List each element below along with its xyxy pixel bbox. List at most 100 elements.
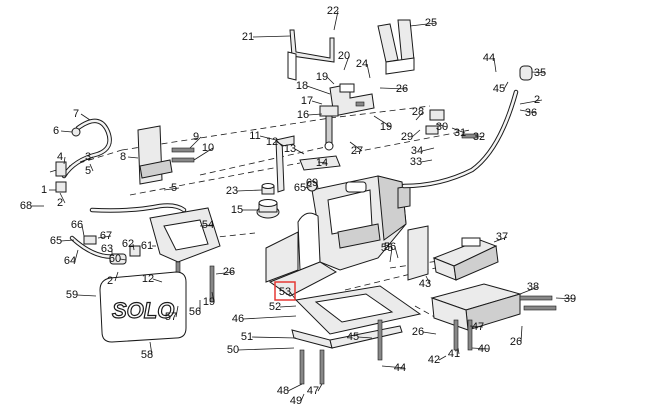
- leader-line: [259, 135, 277, 141]
- callout-label: 57: [165, 311, 177, 323]
- callout-label: 4: [57, 151, 63, 163]
- leader-line: [251, 336, 297, 339]
- leader-line: [59, 192, 66, 204]
- callout-66: 66: [71, 219, 85, 237]
- bracket-54: [149, 207, 221, 263]
- callout-label: 2: [57, 197, 63, 209]
- leader-line: [81, 224, 85, 237]
- callout-32: 32: [473, 131, 485, 143]
- callout-2: 2: [107, 271, 119, 287]
- callout-2: 2: [57, 192, 66, 209]
- leader-line: [421, 147, 435, 152]
- callout-1: 1: [41, 184, 56, 196]
- callout-45: 45: [493, 81, 509, 95]
- callout-68: 68: [20, 200, 44, 212]
- leader-line: [394, 246, 399, 259]
- callout-17: 17: [301, 95, 323, 107]
- callout-label: 14: [316, 157, 328, 169]
- leader-line: [152, 278, 163, 283]
- fuel-hoses: [61, 89, 519, 259]
- leader-line: [132, 243, 135, 251]
- callout-36: 36: [519, 107, 537, 119]
- leader-line: [333, 10, 339, 31]
- callout-26: 26: [412, 326, 437, 338]
- callout-label: 41: [448, 348, 460, 360]
- callout-34: 34: [411, 145, 435, 157]
- bracket-14: [299, 155, 341, 171]
- callout-7: 7: [73, 108, 91, 121]
- leader-line: [163, 187, 180, 191]
- callout-5: 5: [163, 182, 180, 194]
- callout-49: 49: [290, 393, 305, 407]
- frame-bracket-11: [275, 135, 295, 193]
- callout-11: 11: [249, 130, 277, 142]
- leader-line: [381, 365, 406, 369]
- callout-63: 63: [101, 243, 113, 256]
- callout-label: 53: [279, 286, 291, 298]
- callout-13: 13: [284, 143, 305, 155]
- filler-cap: [256, 199, 280, 219]
- callout-label: 5: [171, 182, 177, 194]
- leader-line: [149, 341, 153, 356]
- callout-label: 27: [351, 145, 363, 157]
- callout-5: 5: [85, 163, 94, 177]
- callout-54: 54: [199, 219, 214, 231]
- brand-logo: SOLO: [112, 298, 174, 323]
- callout-label: 39: [564, 293, 576, 305]
- callout-label: 38: [527, 281, 539, 293]
- leader-line: [520, 325, 523, 343]
- callout-12: 12: [142, 273, 163, 285]
- callout-65: 65: [50, 235, 75, 247]
- callout-label: 69: [306, 177, 318, 189]
- callout-label: 56: [384, 241, 396, 253]
- callout-50: 50: [227, 344, 295, 356]
- callout-label: 11: [249, 130, 260, 142]
- callout-label: 23: [226, 185, 238, 197]
- leader-line: [493, 57, 497, 73]
- callout-30: 30: [436, 121, 448, 133]
- leader-line: [79, 156, 94, 163]
- callout-26: 26: [510, 325, 523, 348]
- callout-label: 65: [50, 235, 62, 247]
- callout-31: 31: [451, 127, 466, 139]
- tank-shroud: [265, 212, 338, 297]
- leader-line: [519, 99, 543, 105]
- side-panel-43: [407, 225, 429, 281]
- highlight-box: [274, 281, 296, 301]
- leader-line: [438, 355, 447, 361]
- callout-41: 41: [448, 347, 460, 360]
- bracket-8: [137, 125, 173, 185]
- leader-line: [74, 249, 79, 262]
- mount-bracket-38: [430, 283, 522, 331]
- callout-label: 68: [20, 200, 32, 212]
- leader-line: [97, 235, 112, 239]
- leader-line: [425, 275, 431, 285]
- leader-line: [389, 247, 393, 263]
- callout-69: 69: [306, 177, 319, 189]
- callout-47: 47: [307, 383, 323, 397]
- callout-label: 51: [241, 331, 253, 343]
- callout-label: 45: [347, 331, 359, 343]
- leader-line: [366, 63, 371, 79]
- callout-label: 13: [284, 143, 296, 155]
- callout-58: 58: [141, 341, 153, 361]
- callout-48: 48: [277, 383, 303, 397]
- callout-label: 48: [277, 385, 289, 397]
- leader-line: [415, 111, 424, 121]
- callout-52: 52: [269, 301, 297, 313]
- leader-line: [503, 81, 509, 90]
- callout-15: 15: [231, 204, 258, 216]
- callout-35: 35: [531, 67, 546, 79]
- leader-line: [89, 163, 94, 172]
- leader-line: [119, 258, 127, 261]
- leader-line: [276, 141, 285, 147]
- callout-label: 54: [202, 219, 214, 231]
- callout-label: 18: [296, 80, 308, 92]
- callout-label: 40: [478, 343, 490, 355]
- callout-label: 32: [473, 131, 485, 143]
- fuel-tank: [311, 175, 411, 271]
- callout-45: 45: [347, 331, 373, 343]
- leader-line: [237, 347, 295, 351]
- leader-line: [357, 336, 373, 339]
- callout-56: 56: [384, 241, 399, 259]
